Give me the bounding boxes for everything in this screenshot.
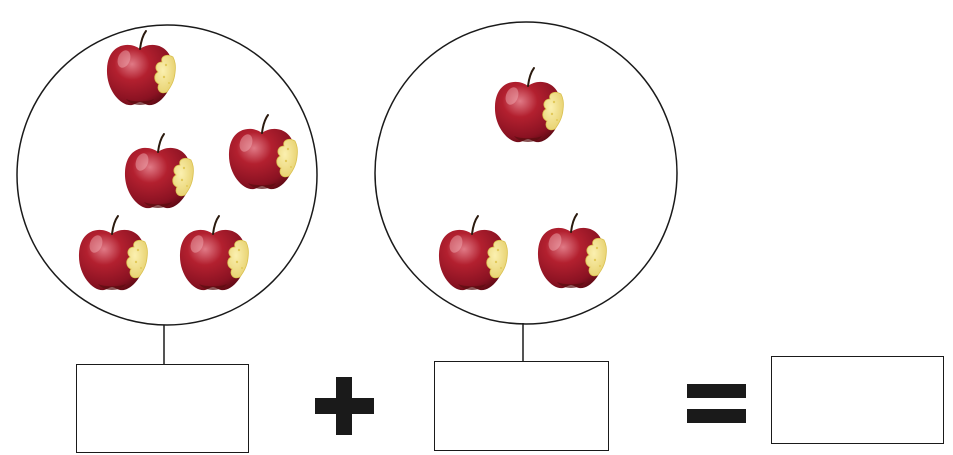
apple-icon [493,67,565,144]
apple-icon [536,213,608,290]
left-group-circle [16,24,318,326]
sum-answer-box[interactable] [771,356,944,444]
left-count-answer-box[interactable] [76,364,249,453]
apple-icon [105,30,177,107]
right-count-answer-box[interactable] [434,361,609,451]
equals-sign-icon [687,384,746,423]
apple-icon [123,133,195,210]
apple-icon [178,215,250,292]
right-apples [437,67,608,292]
apple-icon [437,215,509,292]
apple-icon [77,215,149,292]
right-group-circle [374,21,678,325]
plus-sign-icon [315,377,374,435]
left-apples [77,30,299,292]
apple-icon [227,114,299,191]
